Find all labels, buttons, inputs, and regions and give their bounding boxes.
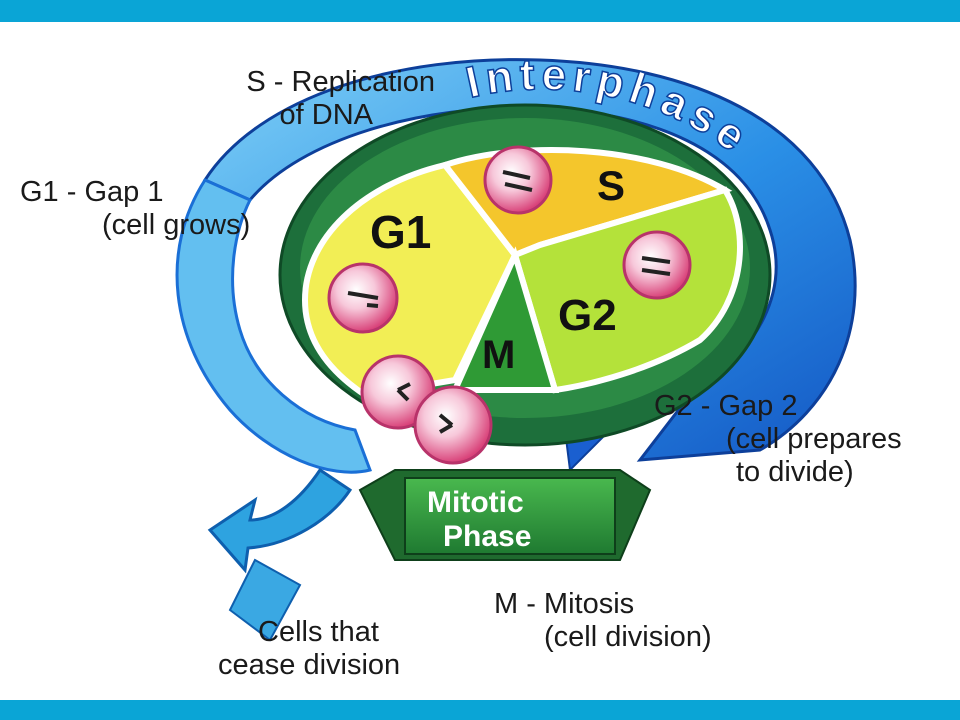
cease-division-annotation-line1: Cells that	[258, 616, 379, 648]
g2-phase-annotation-line1: G2 - Gap 2	[654, 390, 798, 422]
g2-phase-annotation: G2 - Gap 2 (cell prepares to divide)	[654, 390, 902, 489]
s-sector-label: S	[597, 162, 625, 209]
g2-sector	[511, 186, 743, 394]
m-phase-annotation-line2: (cell division)	[544, 621, 712, 653]
g2-phase-annotation-line2: (cell prepares	[726, 423, 902, 455]
cell-s-phase	[483, 145, 553, 215]
cell-dividing	[360, 354, 493, 465]
g2-sector-label: G2	[558, 291, 617, 340]
mitotic-phase-banner: Mitotic Phase	[358, 469, 652, 561]
g2-phase-annotation-line3: to divide)	[736, 456, 854, 488]
cease-division-annotation: Cells that cease division	[218, 616, 400, 682]
g1-phase-annotation-line1: G1 - Gap 1	[20, 176, 164, 208]
cease-division-annotation-line2: cease division	[218, 649, 401, 681]
s-phase-annotation-line2: of DNA	[279, 99, 373, 131]
g1-sector-label: G1	[370, 206, 431, 258]
mitotic-label-line1: Mitotic	[427, 486, 524, 519]
mitotic-label-line2: Phase	[443, 520, 531, 553]
g1-phase-annotation-line2: (cell grows)	[102, 209, 251, 241]
cease-division-arrow	[207, 467, 353, 642]
m-sector	[450, 246, 560, 393]
s-phase-annotation: S - Replication of DNA	[195, 66, 435, 132]
g1-phase-annotation: G1 - Gap 1 (cell grows)	[20, 176, 250, 242]
m-sector-label: M	[482, 333, 515, 377]
bottom-frame-bar	[0, 700, 960, 720]
cell-g1-phase	[327, 262, 399, 334]
cell-g2-phase	[622, 230, 692, 300]
s-phase-annotation-line1: S - Replication	[246, 66, 435, 98]
g1-sector	[301, 161, 519, 399]
cell-cycle-diagram: G1 S G2 M Interphase Mitotic Phase	[175, 49, 857, 642]
m-phase-annotation: M - Mitosis (cell division)	[494, 588, 712, 654]
m-phase-annotation-line1: M - Mitosis	[494, 588, 635, 620]
top-frame-bar	[0, 0, 960, 22]
